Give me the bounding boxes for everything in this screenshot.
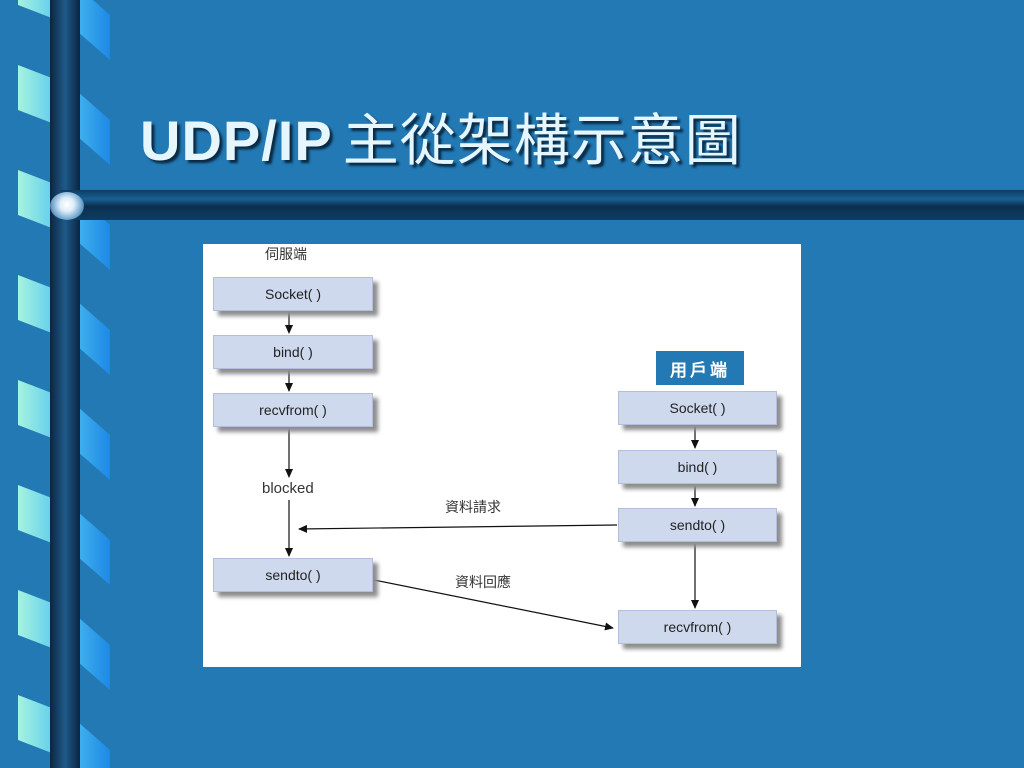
server-bind-box: bind( ) bbox=[213, 335, 373, 369]
diagram-panel: 伺服端 Socket( ) bind( ) recvfrom( ) blocke… bbox=[203, 244, 801, 667]
arrow-request bbox=[298, 524, 618, 533]
title-latin: UDP/IP bbox=[140, 109, 333, 172]
client-label: 用戶端 bbox=[656, 351, 744, 385]
arrow-reply bbox=[373, 579, 614, 631]
reply-label: 資料回應 bbox=[455, 575, 511, 591]
server-recvfrom-box: recvfrom( ) bbox=[213, 393, 373, 427]
blocked-label: blocked bbox=[262, 480, 314, 497]
title-chinese: 主從架構示意圖 bbox=[342, 109, 742, 174]
decorative-ribbon bbox=[18, 0, 110, 768]
ribbon-band bbox=[18, 0, 110, 60]
server-sendto-box: sendto( ) bbox=[213, 558, 373, 592]
flow-arrows bbox=[285, 311, 699, 631]
server-socket-box: Socket( ) bbox=[213, 277, 373, 311]
divider-highlight bbox=[50, 192, 84, 220]
title-divider-bar bbox=[60, 190, 1024, 220]
server-label: 伺服端 bbox=[265, 247, 307, 263]
client-sendto-box: sendto( ) bbox=[618, 508, 777, 542]
request-label: 資料請求 bbox=[445, 500, 501, 516]
client-recvfrom-box: recvfrom( ) bbox=[618, 610, 777, 644]
client-bind-box: bind( ) bbox=[618, 450, 777, 484]
client-socket-box: Socket( ) bbox=[618, 391, 777, 425]
